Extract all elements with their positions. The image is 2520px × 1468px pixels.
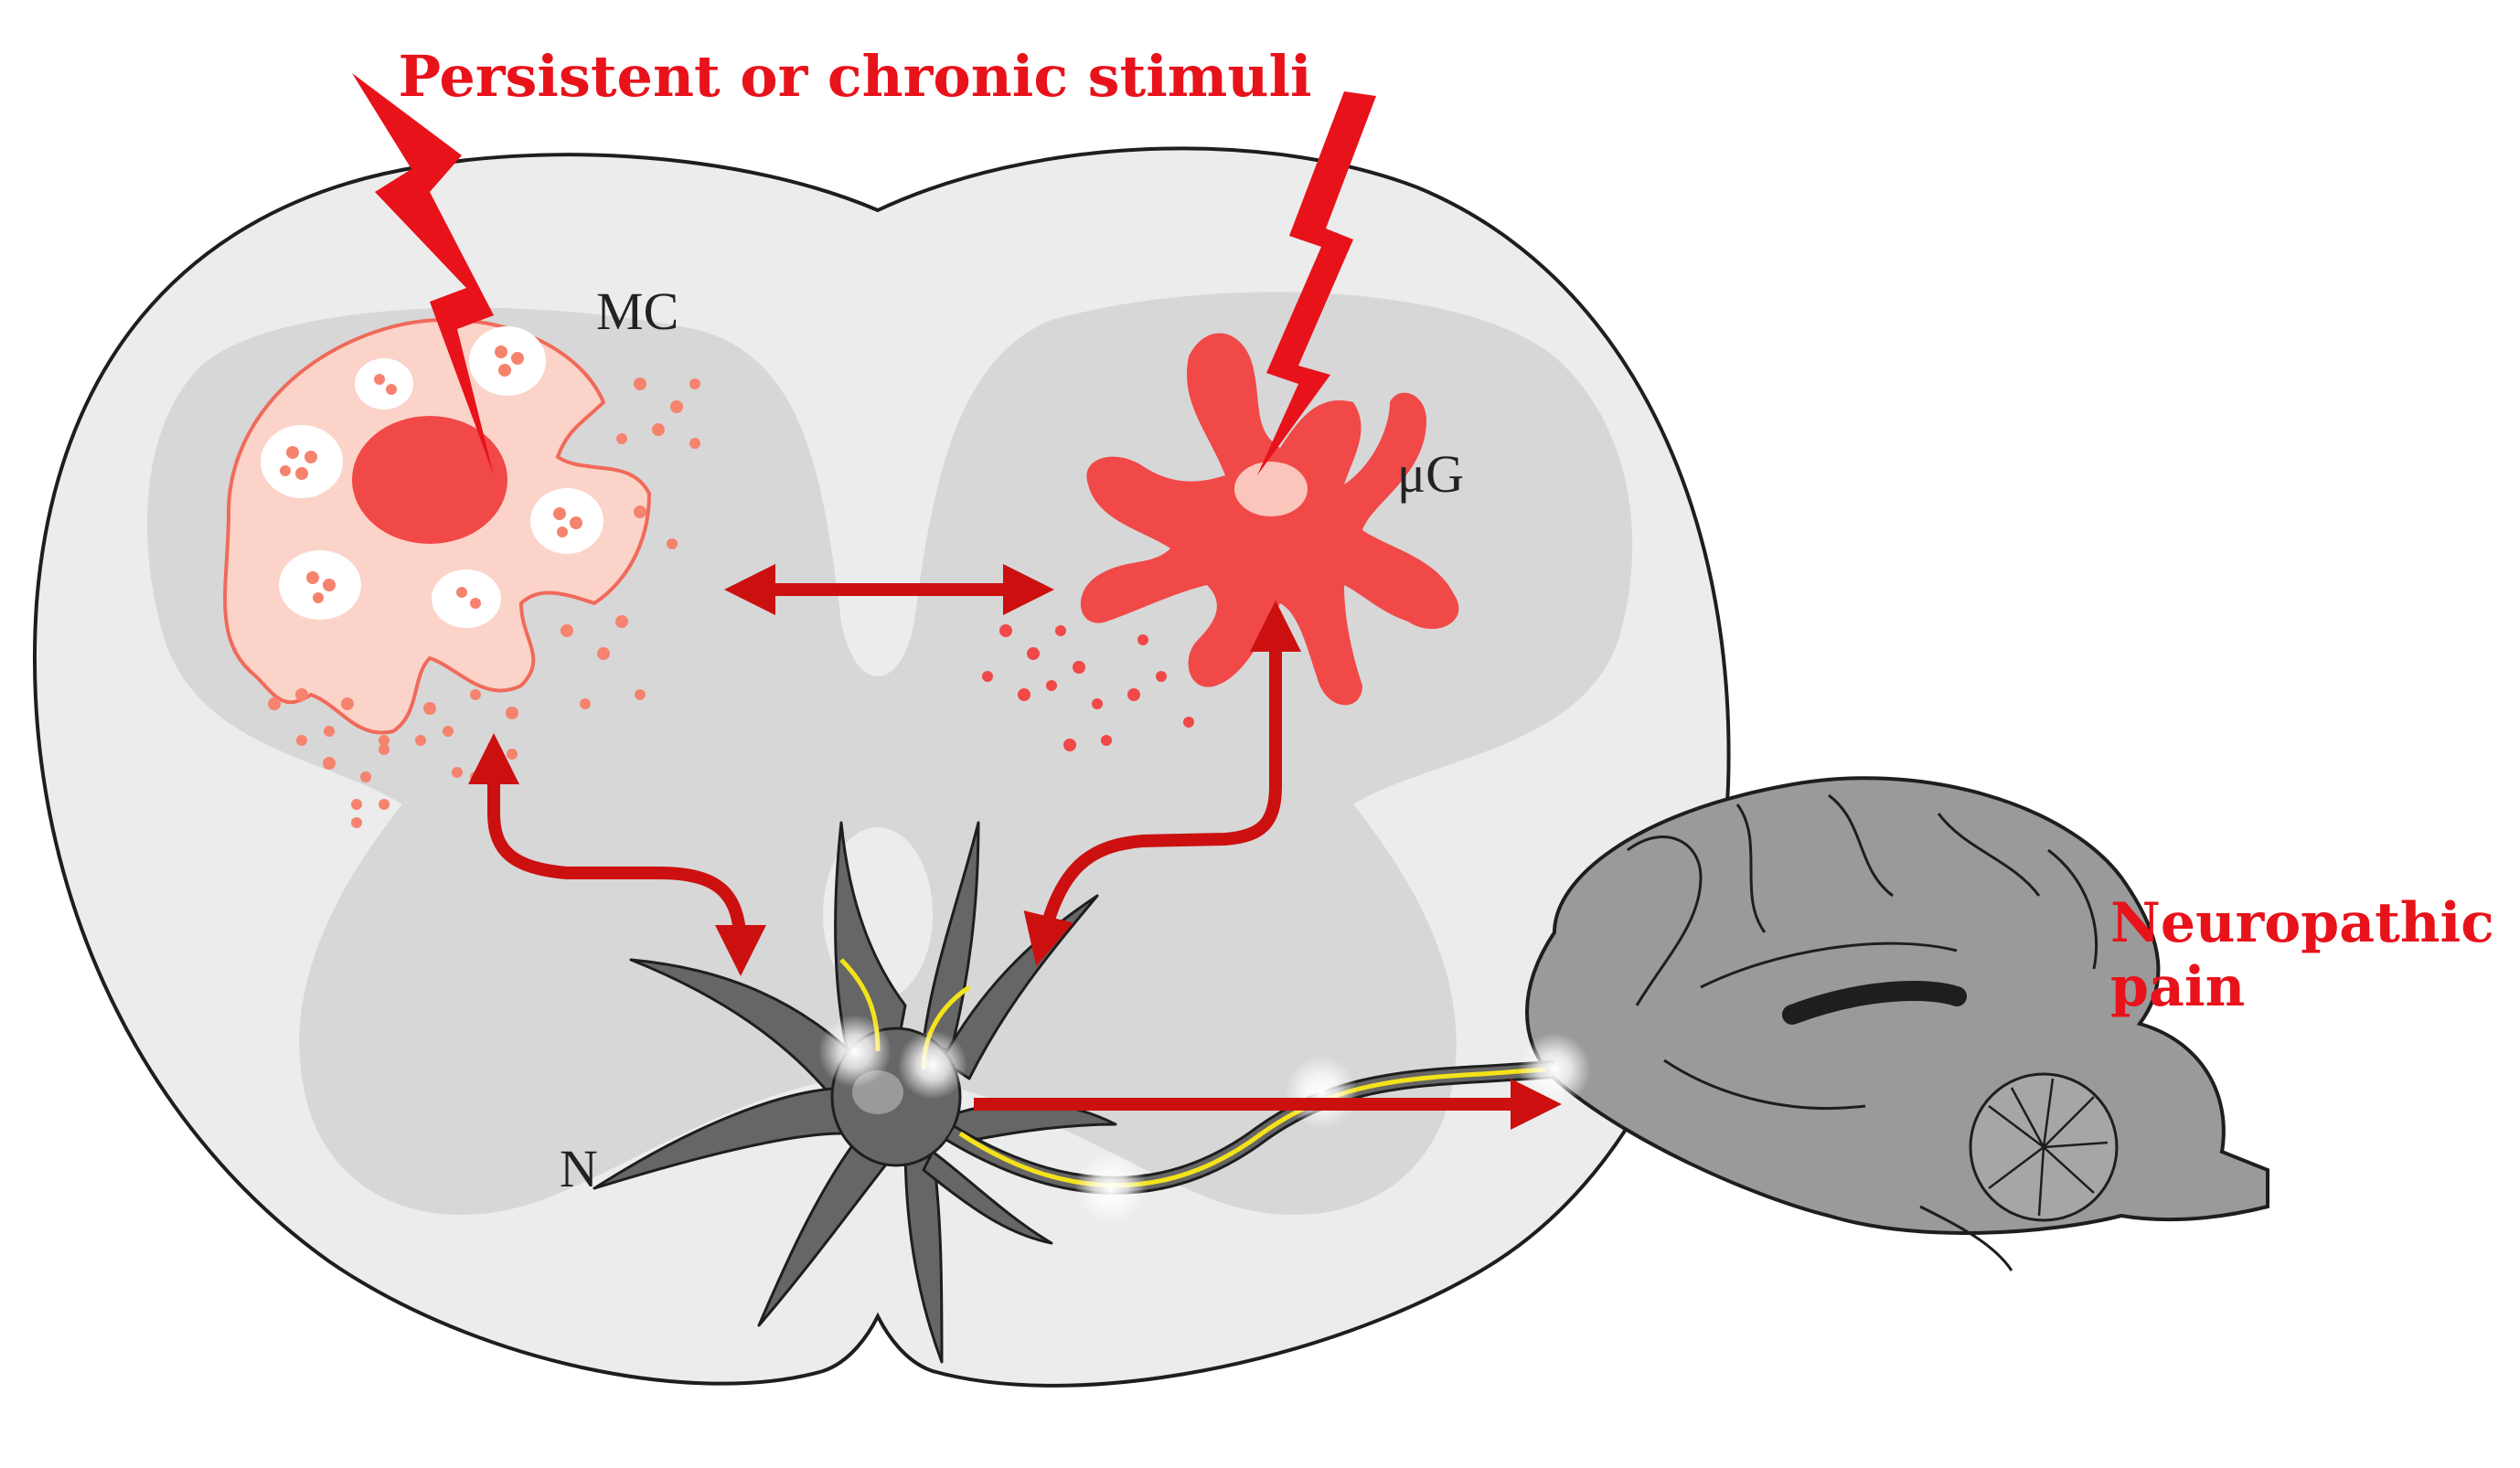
lightning-bolt-icon-left bbox=[352, 73, 494, 475]
neuron bbox=[593, 821, 1591, 1364]
mast-cell bbox=[223, 317, 700, 828]
outcome-label-line1: Neuropathic bbox=[2110, 891, 2494, 955]
neuron-label: N bbox=[560, 1139, 598, 1198]
mast-cell-label: MC bbox=[596, 282, 678, 341]
figure-title: Persistent or chronic stimuli bbox=[398, 43, 1311, 110]
microglia-label: μG bbox=[1397, 444, 1464, 504]
lightning-bolt-icon-right bbox=[1257, 91, 1376, 475]
outcome-label-line2: pain bbox=[2110, 955, 2245, 1019]
arrow-mg-neuron bbox=[1023, 601, 1301, 967]
interaction-arrows bbox=[468, 564, 1562, 1130]
brain-illustration bbox=[1525, 776, 2269, 1271]
arrow-mc-neuron bbox=[468, 733, 766, 976]
